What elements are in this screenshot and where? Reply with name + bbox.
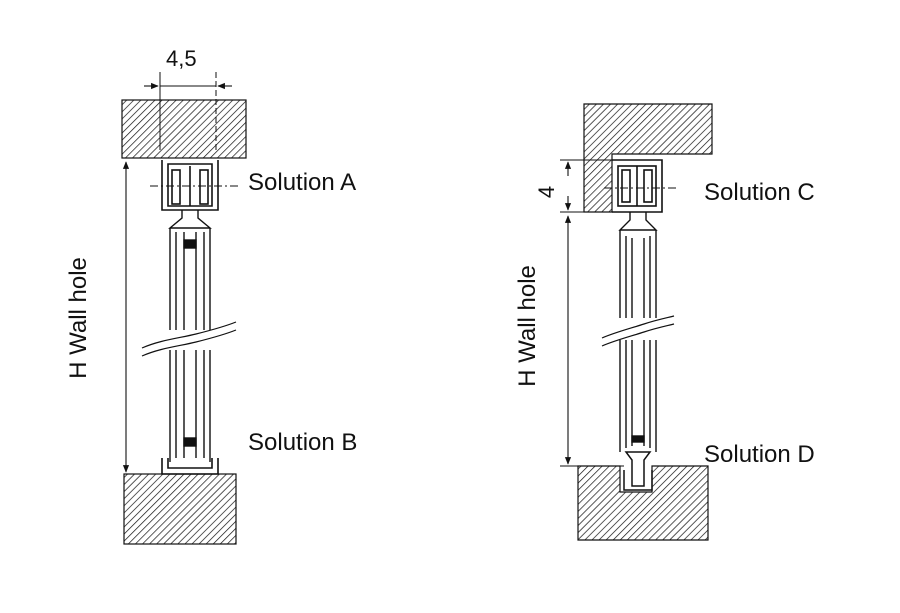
top-track-c xyxy=(604,159,676,213)
ceiling-block-left xyxy=(121,99,247,159)
hanger-neck-c xyxy=(618,212,658,231)
dimension-4-5: 4,5 xyxy=(144,46,232,150)
ceiling-block-right xyxy=(583,103,713,213)
door-panel-left xyxy=(169,228,211,462)
door-panel-right xyxy=(619,230,657,452)
height-dimension-right: H Wall hole xyxy=(514,215,624,467)
dimension-label-4-5: 4,5 xyxy=(166,46,197,71)
bottom-guide-d xyxy=(624,451,652,487)
dimension-4: 4 xyxy=(534,159,612,213)
height-dimension-left: H Wall hole xyxy=(65,161,130,473)
height-label-right: H Wall hole xyxy=(514,265,541,387)
solution-a-label: Solution A xyxy=(248,169,356,196)
solution-c-label: Solution C xyxy=(704,179,815,206)
hanger-neck-a xyxy=(168,210,212,229)
left-drawing: 4,5 xyxy=(65,46,357,545)
top-track-a xyxy=(150,160,238,211)
floor-block-right xyxy=(577,465,709,541)
solution-b-label: Solution B xyxy=(248,429,357,456)
dimension-label-4: 4 xyxy=(534,186,559,198)
floor-block-left xyxy=(123,473,237,545)
right-drawing: 4 xyxy=(514,103,815,541)
floor-groove-d xyxy=(623,470,653,491)
break-line-left xyxy=(141,321,237,357)
bottom-guide-b xyxy=(161,458,219,475)
height-label-left: H Wall hole xyxy=(65,257,92,379)
solution-d-label: Solution D xyxy=(704,441,815,468)
break-line-right xyxy=(601,315,675,347)
